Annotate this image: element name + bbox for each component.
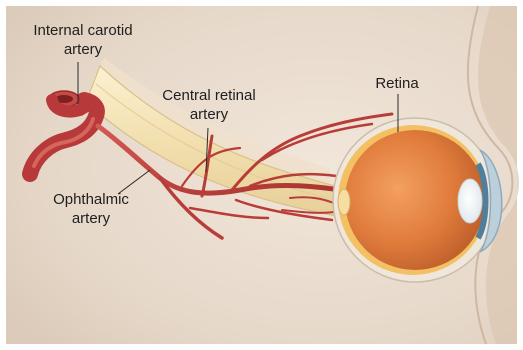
central-retinal-label: Central retinal artery <box>138 86 280 124</box>
internal-carotid-label: Internal carotid artery <box>10 21 156 59</box>
ophthalmic-label-line-1: Ophthalmic <box>38 190 144 209</box>
optic-disc <box>338 189 350 215</box>
internal-carotid-label-line-2: artery <box>10 40 156 59</box>
lens <box>458 179 482 223</box>
retina-label: Retina <box>358 74 436 93</box>
ophthalmic-label: Ophthalmic artery <box>38 190 144 228</box>
central-retinal-label-line-2: artery <box>138 105 280 124</box>
central-retinal-label-line-1: Central retinal <box>138 86 280 105</box>
ophthalmic-label-line-2: artery <box>38 209 144 228</box>
internal-carotid-label-line-1: Internal carotid <box>10 21 156 40</box>
